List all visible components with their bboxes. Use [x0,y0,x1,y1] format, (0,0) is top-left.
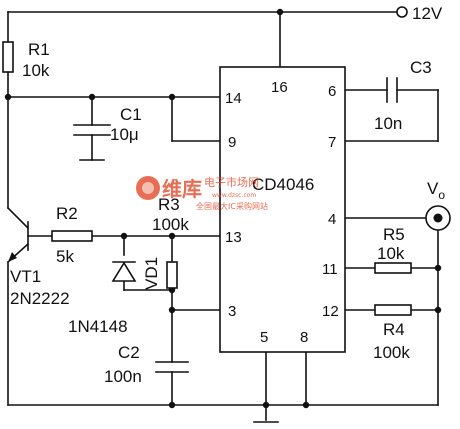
vd1-triangle [111,261,137,282]
watermark-text1: 电子市场网 [204,175,259,189]
resistor-r4 [374,304,412,316]
ic-pin-11: 11 [322,261,338,278]
capacitor-c3 [386,77,398,103]
vd1-part: 1N4148 [68,317,128,336]
supply-terminal [396,6,408,18]
r2-name: R2 [56,204,78,223]
junction-dot [168,401,176,409]
resistor-r1 [2,41,14,73]
ic-pin-6: 6 [328,83,336,100]
watermark: 维库 电子市场网 全国最大IC采购网站 www.dzsc.com [136,175,268,211]
r1-value: 10k [22,61,50,80]
vt1-part: 2N2222 [10,289,70,308]
junction-dot [88,93,96,101]
r4-value: 100k [373,343,410,362]
junction-dot [120,232,128,240]
ic-cd4046-body [219,66,346,353]
r5-value: 10k [377,244,405,263]
vt1-collector [6,206,30,230]
ic-pin-4: 4 [328,211,336,228]
resistor-r5 [374,262,412,274]
r3-name: R3 [158,195,180,214]
c2-value: 100n [104,367,142,386]
junction-dot [168,306,176,314]
wires [7,11,439,421]
ic-pin-9: 9 [228,134,236,151]
vt1-name: VT1 [10,267,41,286]
r2-value: 5k [56,247,74,266]
output-label: Vo [427,179,445,202]
capacitor-c1 [73,124,111,161]
ic-pin-13: 13 [225,229,242,246]
ic-pin-12: 12 [322,303,339,320]
watermark-brand: 维库 [162,177,202,201]
ic-pin-16: 16 [271,79,288,96]
watermark-text2: 全国最大IC采购网站 [196,201,268,211]
ic-pin-8: 8 [300,329,308,346]
ic-pin-3: 3 [228,303,236,320]
watermark-logo-icon [136,176,160,200]
vt1-emitter-arrow [8,252,17,262]
capacitor-c2 [155,361,189,373]
junction-dot [302,401,310,409]
ic-pin-14: 14 [225,90,242,107]
vd1-name: VD1 [142,257,161,290]
junction-dot [168,232,176,240]
junction-dot [168,93,176,101]
junction-dot [434,306,442,314]
junction-dot [262,401,270,409]
resistor-r3 [166,261,178,289]
output-terminal [425,205,451,231]
c3-name: C3 [410,58,432,77]
ic-pin-7: 7 [328,134,336,151]
r3-value: 100k [152,215,189,234]
junction-dot [434,264,442,272]
junction-dot [276,8,284,16]
c1-value: 10μ [110,125,139,144]
diode-vd1 [111,261,137,282]
ic-name: CD4046 [252,175,314,194]
junctions [4,8,442,409]
watermark-site: www.dzsc.com [212,192,256,199]
c2-name: C2 [118,343,140,362]
ic-pin-5: 5 [260,329,268,346]
r5-name: R5 [383,225,405,244]
junction-dot [4,93,12,101]
c1-name: C1 [120,105,142,124]
c3-value: 10n [374,114,402,133]
resistor-r2 [51,230,93,242]
transistor-vt1 [6,206,30,264]
r4-name: R4 [383,320,405,339]
supply-label: 12V [412,4,443,23]
r1-name: R1 [28,40,50,59]
